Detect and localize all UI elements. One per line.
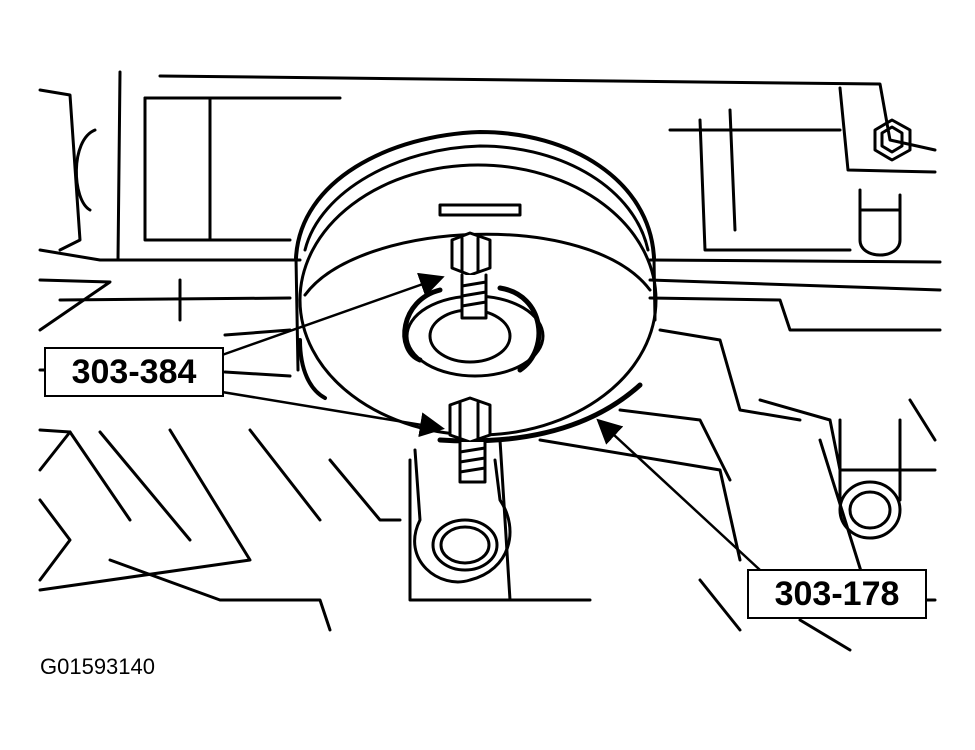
figure-id: G01593140	[40, 654, 155, 679]
arrow-icon	[220, 272, 762, 572]
hex-bolt-icon	[873, 118, 912, 162]
callout-label-303-384: 303-384	[71, 353, 197, 391]
bolt-icon	[450, 231, 492, 320]
callout-303-384: 303-384	[44, 347, 224, 397]
callout-303-178: 303-178	[747, 569, 927, 619]
callout-label-303-178: 303-178	[774, 575, 900, 613]
housing-boss	[838, 418, 902, 540]
bolt-icon-lower	[448, 396, 492, 484]
mounting-ear	[413, 448, 512, 584]
